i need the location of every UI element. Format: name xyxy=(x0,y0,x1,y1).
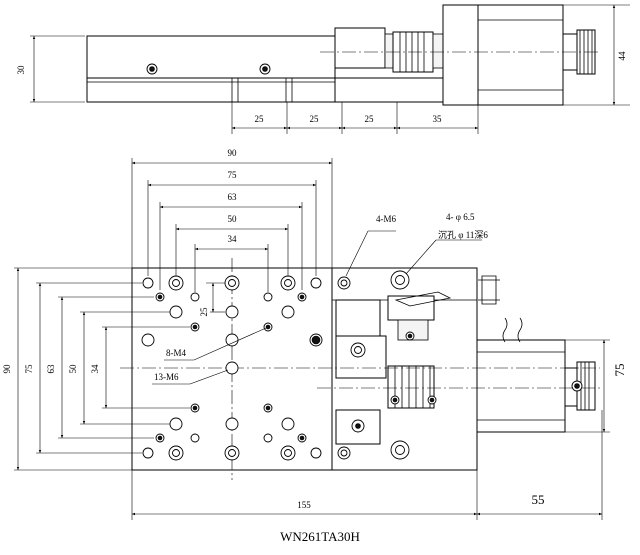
counterbore-hole xyxy=(390,440,410,460)
screw-head xyxy=(259,63,271,75)
motor-length-dim-55: 55 xyxy=(532,492,545,507)
label-through-hole: 4- φ 6.5 沉孔 φ 11深6 xyxy=(405,212,488,275)
label-8-m4: 8-M4 xyxy=(164,327,267,361)
counterbore-hole xyxy=(225,333,239,347)
side-view: 30 44 25 25 25 35 xyxy=(16,4,630,134)
counterbore-hole xyxy=(225,361,239,375)
m4-hole xyxy=(155,292,165,302)
coupling-block xyxy=(334,27,386,69)
nut-block xyxy=(335,335,387,379)
center-hole xyxy=(309,333,323,347)
motor-body xyxy=(477,4,564,106)
counterbore-hole xyxy=(142,277,154,289)
counterbore-hole xyxy=(280,275,296,291)
m4-hole xyxy=(190,322,200,332)
height-dimensions: 90 75 63 50 34 25 xyxy=(2,267,225,471)
label-4-m6: 4-M6 xyxy=(345,214,396,277)
counterbore-hole xyxy=(168,275,184,291)
m4-hole xyxy=(263,322,273,332)
side-dim-2: 25 xyxy=(310,114,320,124)
small-dim-25: 25 xyxy=(199,307,209,317)
width-dim-90: 90 xyxy=(228,148,238,158)
width-dim-63: 63 xyxy=(228,192,238,202)
counterbore-hole xyxy=(169,305,183,319)
counterbore-hole xyxy=(141,333,155,347)
label-counterbore-text: 沉孔 φ 11深6 xyxy=(438,230,488,240)
counterbore-hole xyxy=(310,447,322,459)
motor-height-dim-75: 75 xyxy=(612,364,627,377)
plan-view: 90 75 63 50 34 90 xyxy=(2,148,627,520)
height-dim-50: 50 xyxy=(68,364,78,374)
height-dim-34: 34 xyxy=(90,364,100,374)
hole-pattern xyxy=(141,270,410,461)
width-dimensions: 90 75 63 50 34 xyxy=(131,148,333,292)
m4-hole xyxy=(263,292,273,302)
plan-motor xyxy=(476,339,566,433)
counterbore-hole xyxy=(142,447,154,459)
side-dim-3: 25 xyxy=(365,114,375,124)
counterbore-hole xyxy=(225,305,239,319)
drawing-title: WN261TA30H xyxy=(280,529,360,544)
counterbore-hole xyxy=(351,419,365,433)
width-dim-75: 75 xyxy=(228,170,238,180)
label-thread-m6: 4-M6 xyxy=(376,214,396,224)
m4-hole xyxy=(297,433,307,443)
width-dim-50: 50 xyxy=(228,214,238,224)
side-height-dim: 30 xyxy=(16,65,26,75)
counterbore-hole xyxy=(350,342,366,358)
m4-hole xyxy=(190,403,200,413)
side-dim-1: 25 xyxy=(255,114,265,124)
motor-height-dim: 44 xyxy=(617,51,627,61)
length-dimensions: 155 55 xyxy=(131,410,603,520)
counterbore-hole xyxy=(390,270,410,290)
counterbore-hole xyxy=(169,417,183,431)
m4-hole xyxy=(263,403,273,413)
m4-hole xyxy=(297,292,307,302)
screw-head xyxy=(146,63,158,75)
counterbore-hole xyxy=(281,417,295,431)
m4-hole xyxy=(155,433,165,443)
counterbore-hole xyxy=(281,305,295,319)
counterbore-hole xyxy=(225,417,239,431)
m4-hole xyxy=(263,433,273,443)
counterbore-hole xyxy=(337,446,351,460)
label-through-hole-text: 4- φ 6.5 xyxy=(446,212,475,222)
m4-hole xyxy=(190,292,200,302)
counterbore-hole xyxy=(310,277,322,289)
counterbore-hole xyxy=(337,276,351,290)
counterbore-hole xyxy=(224,275,240,291)
label-thread-13m6: 13-M6 xyxy=(154,372,179,382)
m4-hole xyxy=(190,433,200,443)
counterbore-hole xyxy=(280,445,296,461)
height-dim-75: 75 xyxy=(24,364,34,374)
width-dim-34: 34 xyxy=(228,234,238,244)
stage-body xyxy=(86,35,336,79)
counterbore-hole xyxy=(224,445,240,461)
label-13-m6: 13-M6 xyxy=(152,369,229,385)
motor-bracket xyxy=(334,77,446,103)
length-dim-155: 155 xyxy=(297,500,311,510)
counterbore-hole xyxy=(168,445,184,461)
height-dim-63: 63 xyxy=(46,364,56,374)
height-dim-90: 90 xyxy=(2,364,12,374)
side-dim-4: 35 xyxy=(433,114,443,124)
label-thread-m4: 8-M4 xyxy=(166,348,186,358)
